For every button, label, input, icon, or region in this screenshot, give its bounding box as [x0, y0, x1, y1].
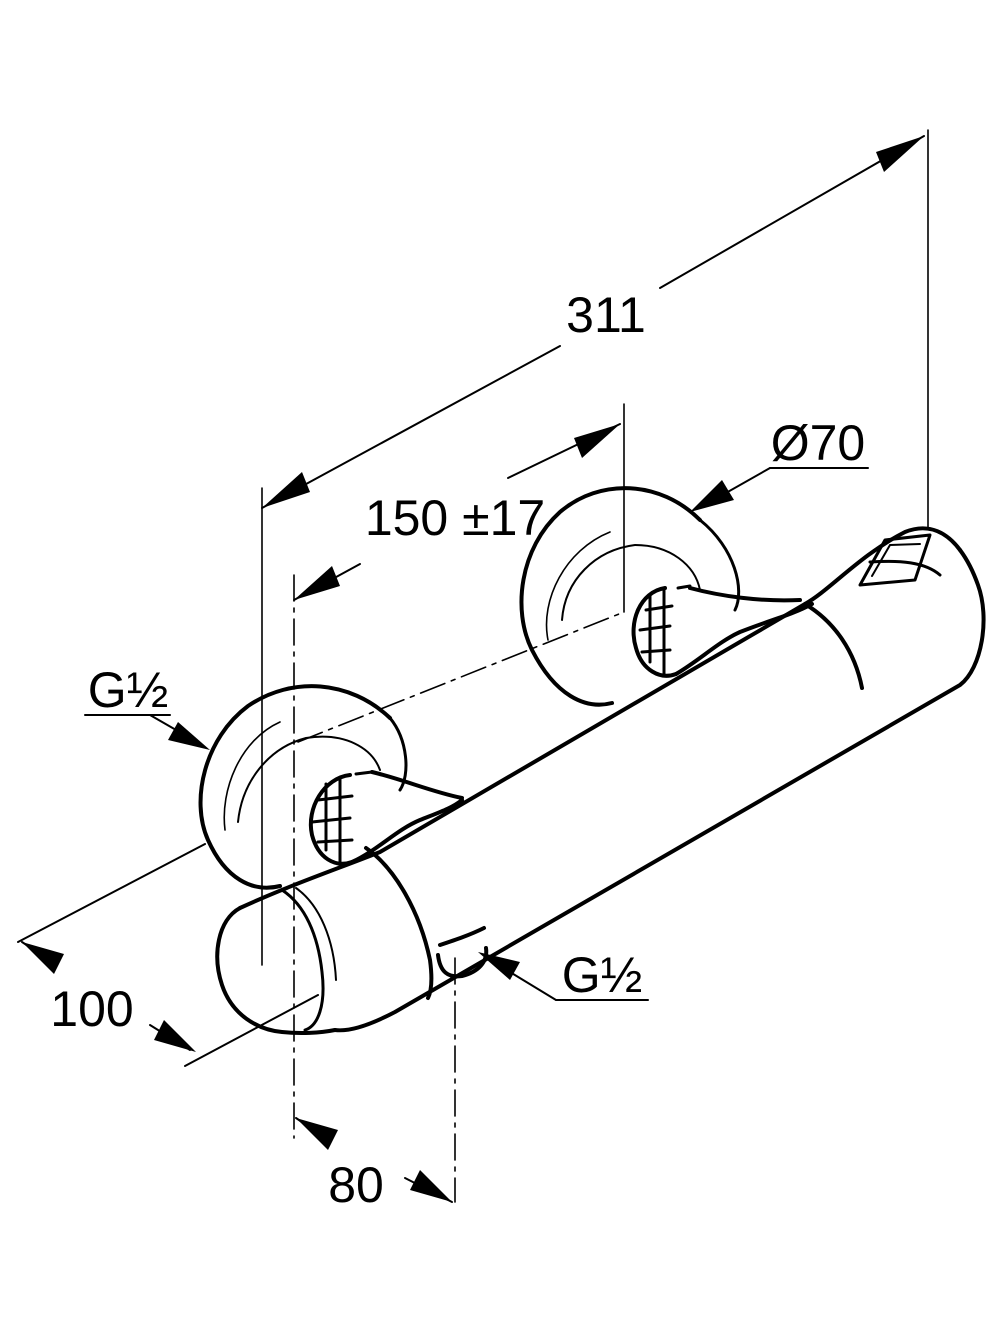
right-nut [631, 584, 692, 678]
dimension-inlet-spacing: 150 ±17 [293, 423, 621, 601]
left-nut [308, 770, 374, 866]
outlet-offset-label: 80 [328, 1157, 384, 1213]
arrowhead [262, 472, 310, 508]
arrowhead [154, 1020, 196, 1052]
dimension-depth: 100 [17, 843, 319, 1067]
dimension-rosette-diameter: Ø70 [690, 415, 869, 512]
rosette-diameter-label: Ø70 [771, 415, 866, 471]
body-cylinder [238, 526, 986, 1033]
bottom-outlet [436, 926, 489, 979]
callout-outlet-thread: G½ [478, 947, 649, 1003]
inlet-thread-label: G½ [88, 662, 169, 718]
depth-label: 100 [50, 981, 133, 1037]
right-connector [674, 586, 814, 676]
mixer-body [198, 486, 986, 1036]
arrowhead [478, 952, 520, 980]
arrowhead [22, 942, 64, 974]
arrowhead [574, 424, 620, 458]
arrowhead [296, 1118, 338, 1150]
callout-inlet-thread: G½ [84, 662, 210, 750]
arrowhead [168, 722, 210, 750]
inlet-spacing-label: 150 ±17 [365, 490, 545, 546]
outlet-thread-label: G½ [562, 947, 643, 1003]
dimension-outlet-offset: 80 [295, 1117, 453, 1213]
arrowhead [690, 480, 734, 512]
arrowhead [410, 1170, 452, 1202]
right-rosette [519, 486, 741, 707]
center-lines [261, 129, 929, 1203]
left-handle [215, 887, 337, 1036]
overall-length-label: 311 [566, 287, 646, 343]
dimension-overall-length: 311 [261, 135, 925, 509]
arrowhead [294, 566, 340, 600]
arrowhead [876, 136, 924, 172]
